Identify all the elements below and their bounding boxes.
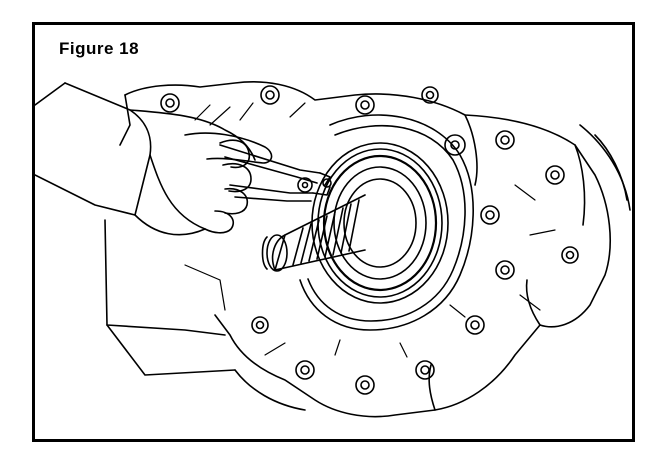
- figure-label: Figure 18: [59, 39, 140, 58]
- oil-seal: [311, 142, 449, 304]
- transmission-case: [104, 80, 631, 418]
- extension-flange: [299, 114, 474, 331]
- snap-ring-pliers: [219, 144, 332, 202]
- bolt-bosses: [160, 85, 579, 395]
- casting-details: [184, 102, 556, 358]
- figure-frame: Figure 18: [32, 22, 635, 442]
- hand: [35, 82, 273, 236]
- output-shaft: [261, 194, 366, 272]
- illustration: [35, 80, 631, 418]
